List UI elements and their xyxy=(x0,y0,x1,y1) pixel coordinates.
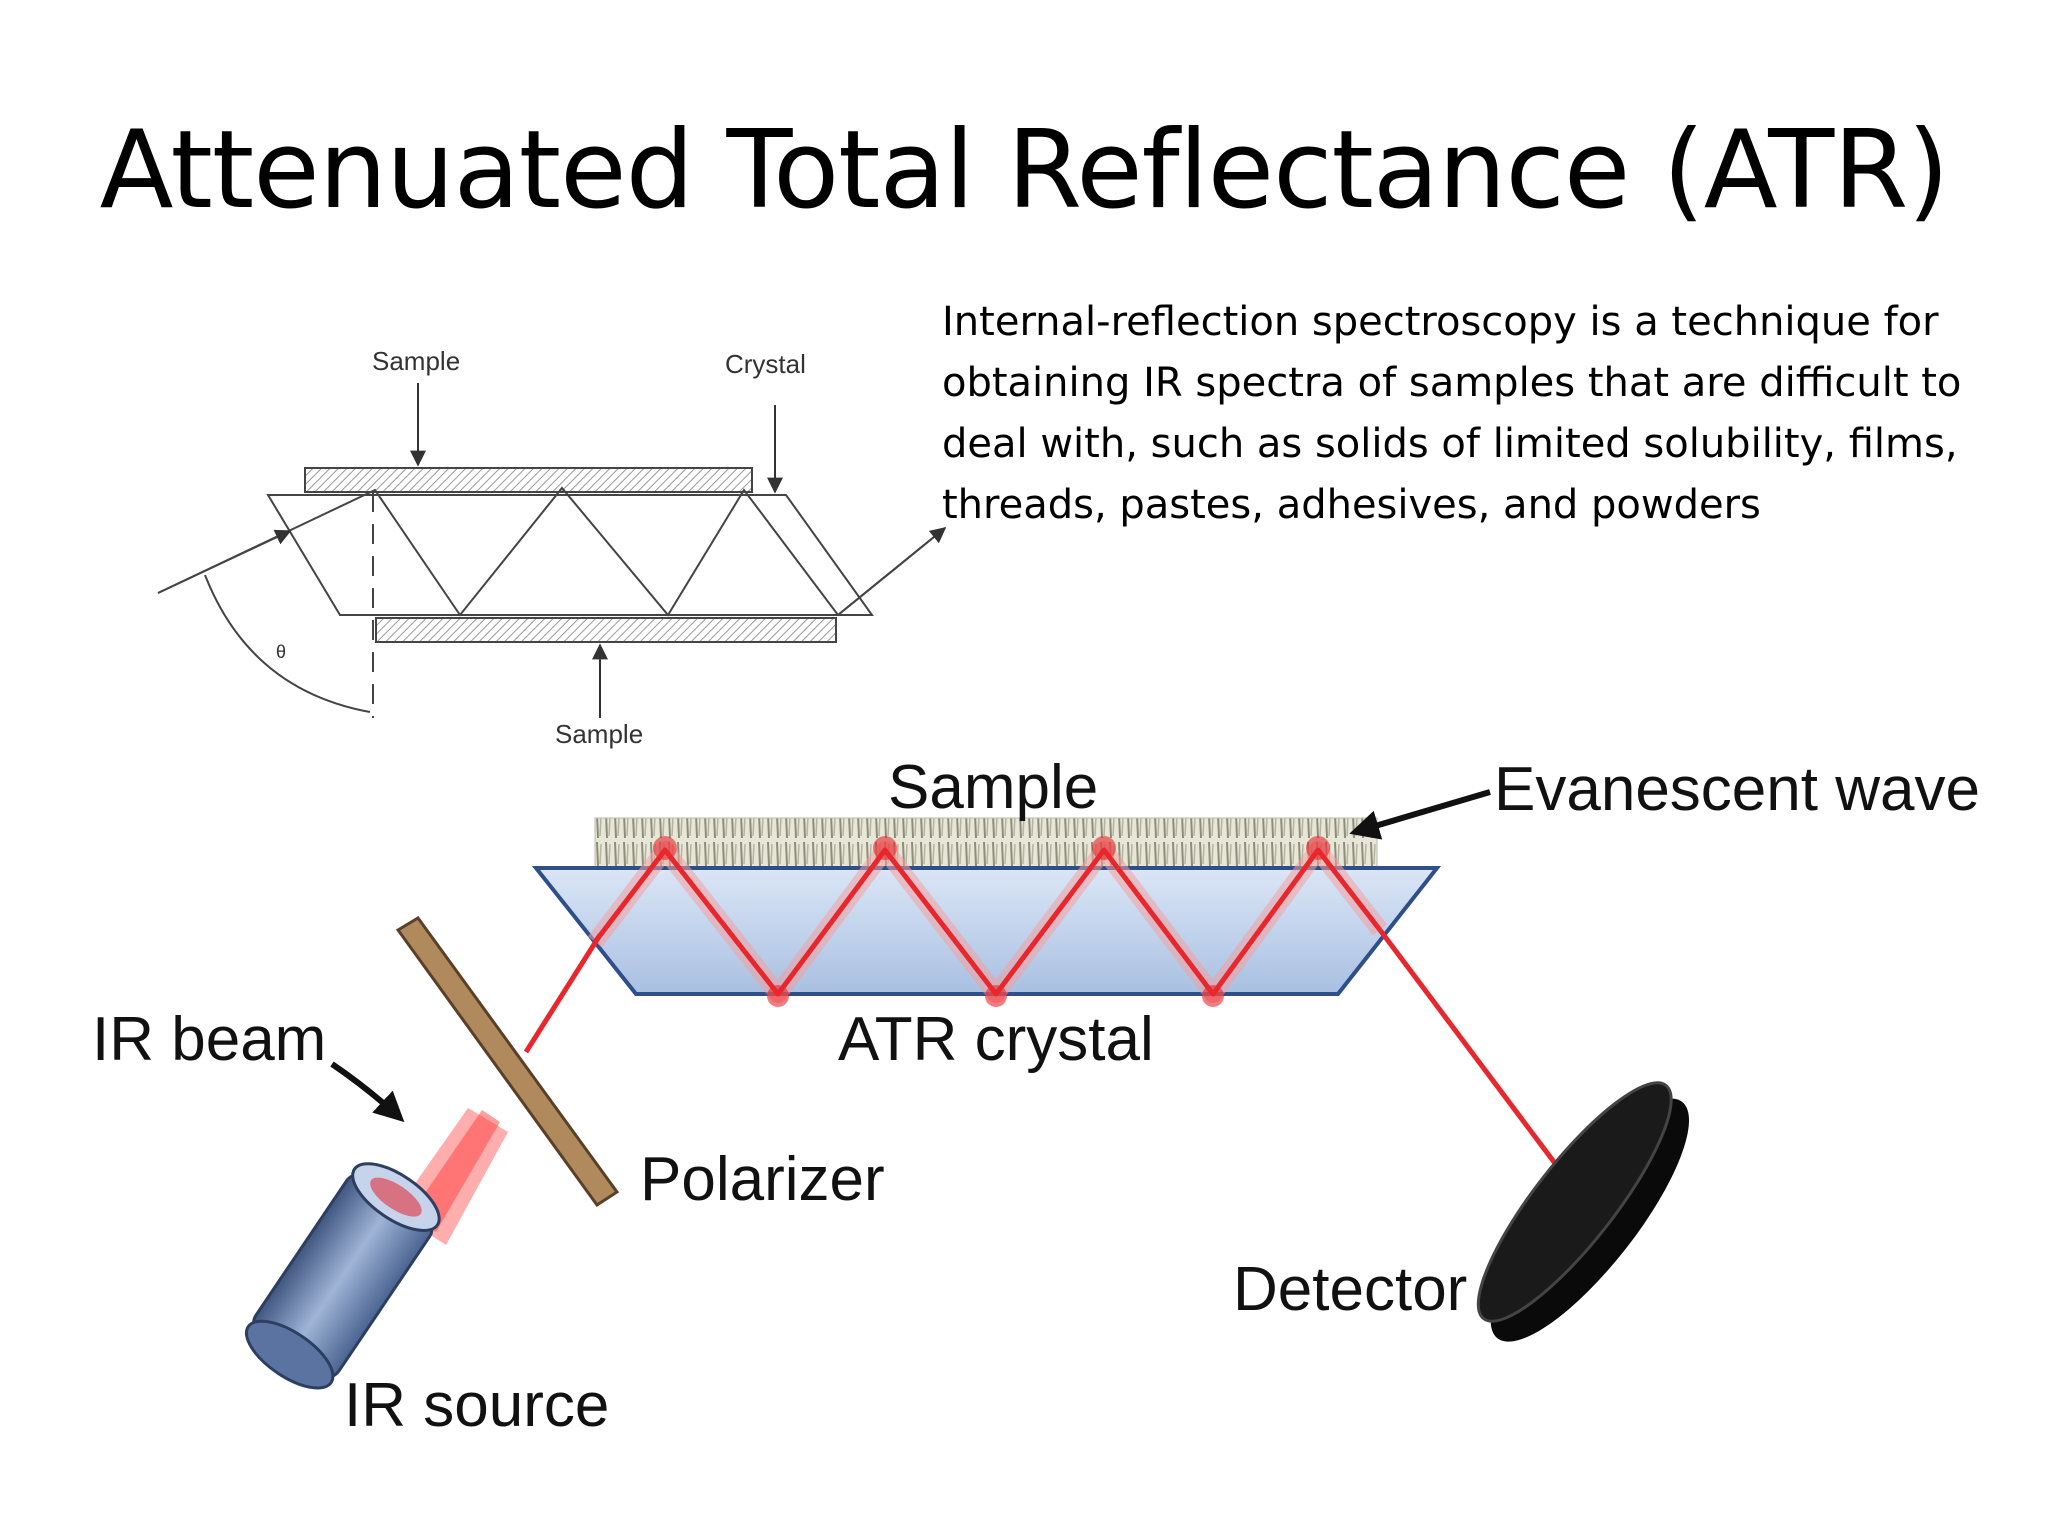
detector-label: Detector xyxy=(1233,1255,1467,1324)
description-text: Internal-reflection spectroscopy is a te… xyxy=(942,299,1962,528)
bottom-sample-plate xyxy=(375,617,837,643)
top-schematic: θ Sample Crystal Sample xyxy=(157,346,947,749)
sample-layer xyxy=(594,817,1378,869)
evanescent-wave-label: Evanescent wave xyxy=(1494,755,1980,824)
angle-label: θ xyxy=(276,642,286,662)
top-sample-plate xyxy=(304,467,753,493)
detector xyxy=(1476,1081,1690,1342)
exit-arrow xyxy=(837,526,947,616)
reflection-path xyxy=(157,486,946,617)
incident-arrow xyxy=(157,529,292,594)
sample-label: Sample xyxy=(888,753,1098,822)
polarizer xyxy=(395,916,620,1208)
ir-source xyxy=(244,1162,441,1390)
evanescent-arrow xyxy=(1349,789,1491,840)
slide-title: Attenuated Total Reflectance (ATR) xyxy=(99,108,1950,233)
beam-to-crystal xyxy=(523,933,603,1054)
angle-arc xyxy=(204,574,371,713)
crystal-trapezoid xyxy=(266,494,874,616)
ir-beam-label: IR beam xyxy=(92,1005,326,1074)
polarizer-label: Polarizer xyxy=(640,1145,885,1214)
ir-beam-arrow xyxy=(330,1061,405,1123)
atr-crystal-label: ATR crystal xyxy=(838,1005,1154,1074)
bottom-sample-label: Sample xyxy=(555,719,643,749)
atr-setup: Sample Evanescent wave IR beam ATR cryst… xyxy=(92,753,1980,1440)
beam-to-detector xyxy=(1378,928,1562,1172)
ir-source-label: IR source xyxy=(344,1371,609,1440)
top-sample-label: Sample xyxy=(372,346,460,376)
crystal-label: Crystal xyxy=(725,349,806,379)
